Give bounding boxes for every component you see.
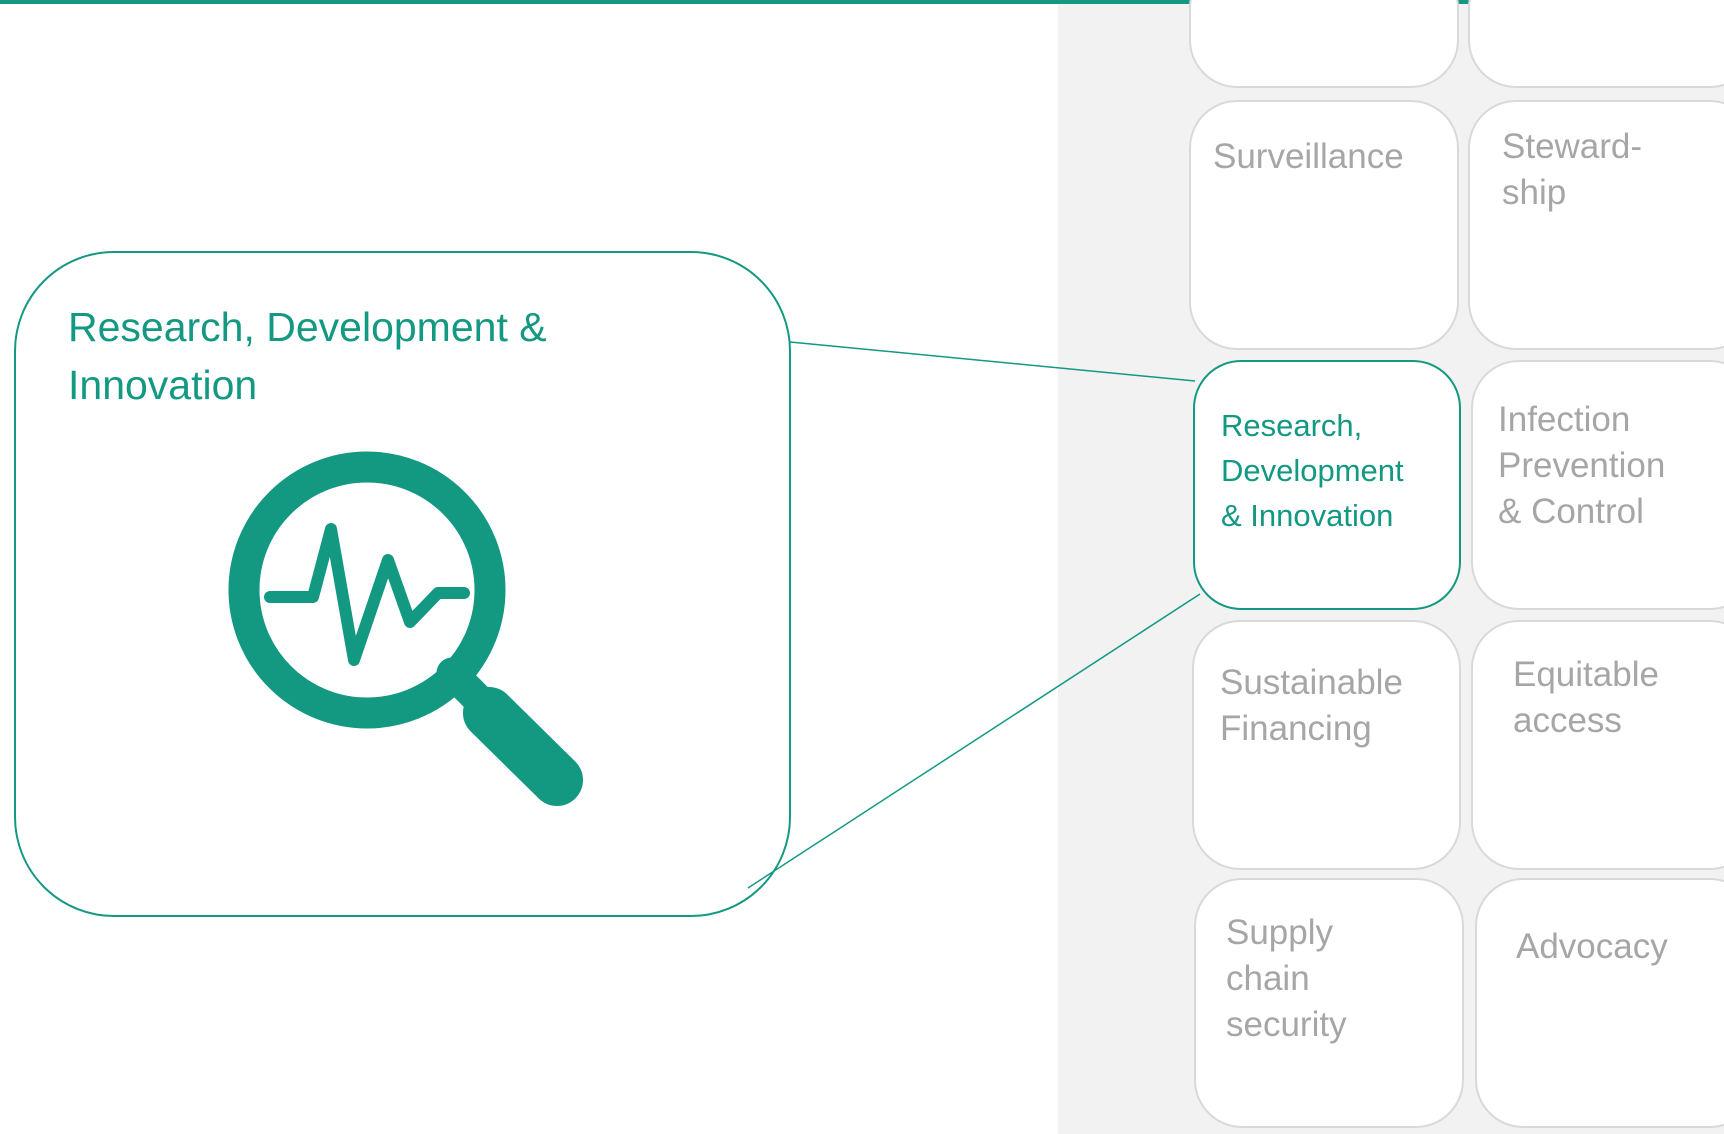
tile-label: Surveillance (1213, 137, 1404, 176)
tile-supply-chain-security[interactable]: Supply chain security (1194, 878, 1464, 1128)
tile-label: Steward- ship (1502, 127, 1643, 213)
magnifier-with-pulse-icon (228, 451, 583, 806)
tile-label: Advocacy (1516, 927, 1668, 966)
zoomed-pillar-title: Research, Development & Innovation (68, 304, 547, 409)
tile-surveillance[interactable]: Surveillance (1189, 100, 1459, 350)
callout-connector-top (789, 341, 1196, 382)
tile-stewardship[interactable]: Steward- ship (1468, 100, 1724, 350)
tile-equitable-access[interactable]: Equitable access (1471, 620, 1724, 870)
tile-sustainable-financing[interactable]: Sustainable Financing (1192, 620, 1461, 870)
callout-connector-bottom (747, 593, 1201, 889)
tile-label: Sustainable Financing (1220, 663, 1403, 749)
tile-label: Equitable access (1513, 655, 1659, 741)
tile-top-left-cropped[interactable] (1189, 0, 1459, 88)
tile-label: Research, Development & Innovation (1221, 408, 1404, 533)
tile-label: Supply chain security (1226, 913, 1347, 1045)
tile-label: Infection Prevention & Control (1498, 400, 1666, 532)
tile-infection-prevention-control[interactable]: Infection Prevention & Control (1471, 360, 1724, 610)
tile-research-development-innovation[interactable]: Research, Development & Innovation (1193, 360, 1461, 610)
top-accent-rule (0, 0, 1724, 4)
tile-top-right-cropped[interactable] (1468, 0, 1724, 88)
tile-advocacy[interactable]: Advocacy (1475, 878, 1724, 1128)
